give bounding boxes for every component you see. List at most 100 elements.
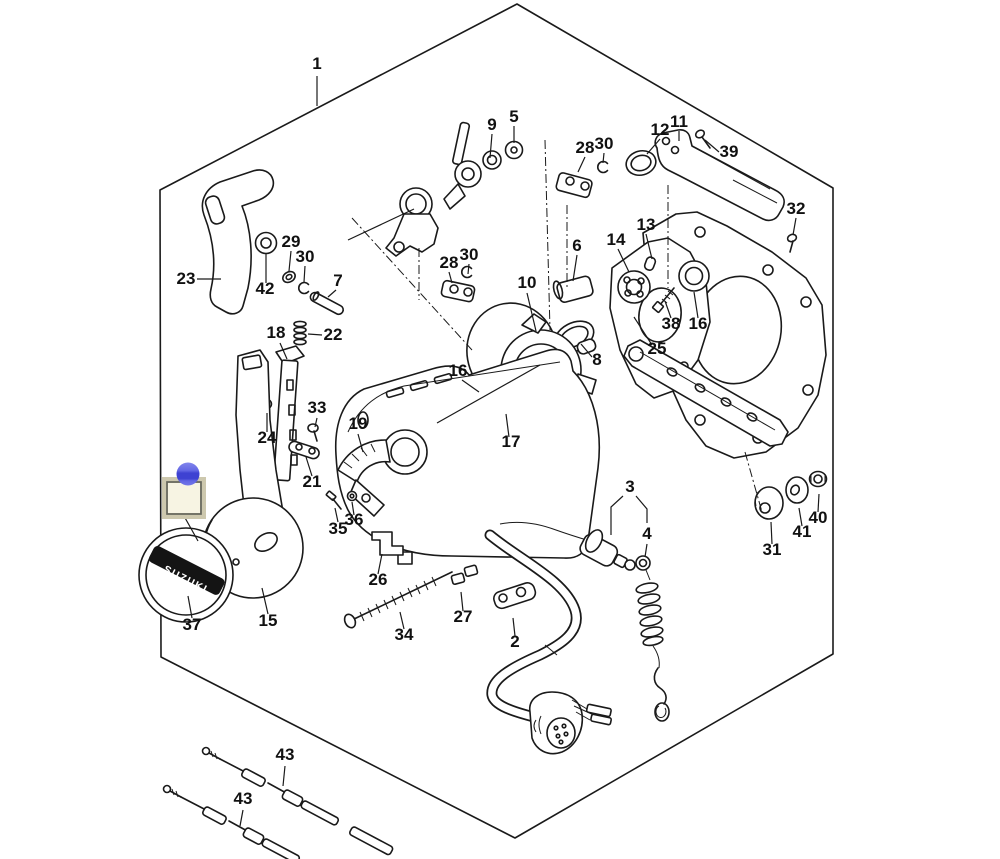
leader-line bbox=[798, 507, 803, 527]
leader-line bbox=[646, 138, 661, 155]
leader-line bbox=[261, 587, 269, 615]
leader-line bbox=[282, 765, 286, 787]
part-number-30[interactable]: 30 bbox=[296, 247, 315, 266]
part-cover-disc-37: SUZUKI bbox=[138, 527, 234, 623]
axis-lines bbox=[351, 139, 763, 513]
part-number-25[interactable]: 25 bbox=[648, 339, 667, 358]
part-number-21[interactable]: 21 bbox=[303, 472, 322, 491]
part-number-28[interactable]: 28 bbox=[576, 138, 595, 157]
part-bearing-16-right bbox=[678, 260, 710, 292]
axis-line bbox=[744, 451, 763, 513]
part-number-38[interactable]: 38 bbox=[662, 314, 681, 333]
part-number-19[interactable]: 19 bbox=[349, 414, 368, 433]
part-link-21 bbox=[288, 440, 320, 460]
part-number-12[interactable]: 12 bbox=[651, 120, 670, 139]
part-throttle-bracket bbox=[385, 187, 439, 257]
leader-line bbox=[512, 617, 516, 637]
axis-line bbox=[544, 139, 551, 331]
leader-line bbox=[377, 553, 383, 575]
part-number-36[interactable]: 36 bbox=[345, 510, 364, 529]
leader-line bbox=[436, 364, 541, 424]
part-number-42[interactable]: 42 bbox=[256, 279, 275, 298]
leader-line bbox=[288, 250, 292, 272]
part-number-40[interactable]: 40 bbox=[809, 508, 828, 527]
leader-line bbox=[817, 493, 820, 513]
part-oval-ring-12 bbox=[625, 149, 657, 177]
part-number-17[interactable]: 17 bbox=[502, 432, 521, 451]
part-number-3[interactable]: 3 bbox=[625, 477, 634, 496]
leader-line bbox=[448, 271, 453, 284]
part-number-8[interactable]: 8 bbox=[592, 350, 601, 369]
part-number-22[interactable]: 22 bbox=[324, 325, 343, 344]
axis-line bbox=[351, 217, 473, 351]
part-number-39[interactable]: 39 bbox=[720, 142, 739, 161]
part-number-4[interactable]: 4 bbox=[642, 524, 652, 543]
leader-line bbox=[399, 611, 405, 630]
part-number-24[interactable]: 24 bbox=[258, 428, 277, 447]
part-ering-30-right bbox=[596, 160, 609, 174]
part-spring-22 bbox=[293, 320, 307, 346]
part-number-15[interactable]: 15 bbox=[259, 611, 278, 630]
part-number-34[interactable]: 34 bbox=[395, 625, 414, 644]
part-number-7[interactable]: 7 bbox=[333, 271, 342, 290]
part-number-11[interactable]: 11 bbox=[670, 112, 688, 131]
part-washer-36 bbox=[346, 490, 358, 502]
part-number-14[interactable]: 14 bbox=[607, 230, 626, 249]
leader-line bbox=[633, 316, 653, 346]
part-number-32[interactable]: 32 bbox=[787, 199, 806, 218]
part-number-2[interactable]: 2 bbox=[510, 632, 519, 651]
part-number-16[interactable]: 16 bbox=[449, 361, 468, 380]
part-number-30[interactable]: 30 bbox=[595, 134, 614, 153]
part-clips-27 bbox=[450, 564, 479, 586]
part-number-16[interactable]: 16 bbox=[689, 314, 708, 333]
leader-line bbox=[239, 809, 244, 827]
part-number-43[interactable]: 43 bbox=[276, 745, 295, 764]
part-washer-42 bbox=[254, 231, 278, 255]
part-number-35[interactable]: 35 bbox=[329, 519, 348, 538]
leader-line bbox=[314, 417, 318, 428]
part-cylinder-6 bbox=[552, 275, 594, 303]
part-number-33[interactable]: 33 bbox=[308, 398, 327, 417]
part-number-9[interactable]: 9 bbox=[487, 115, 496, 134]
part-number-23[interactable]: 23 bbox=[177, 269, 196, 288]
leader-lines bbox=[183, 76, 820, 827]
part-main-harness-cable bbox=[484, 529, 582, 723]
leader-line bbox=[183, 515, 199, 542]
part-number-27[interactable]: 27 bbox=[454, 607, 473, 626]
leader-line bbox=[704, 139, 720, 153]
part-number-13[interactable]: 13 bbox=[637, 215, 656, 234]
part-ering-30-center bbox=[460, 265, 473, 279]
leader-line bbox=[489, 133, 493, 159]
part-pin-7 bbox=[309, 291, 345, 316]
leader-line bbox=[334, 507, 339, 523]
part-number-1[interactable]: 1 bbox=[312, 54, 321, 73]
leader-line bbox=[664, 300, 672, 319]
leader-line bbox=[307, 333, 323, 336]
leader-line bbox=[351, 501, 355, 516]
part-lower-channel-arm bbox=[623, 339, 789, 447]
part-number-26[interactable]: 26 bbox=[369, 570, 388, 589]
part-number-10[interactable]: 10 bbox=[518, 273, 537, 292]
leader-line bbox=[617, 248, 630, 273]
part-number-30[interactable]: 30 bbox=[460, 245, 479, 264]
part-number-18[interactable]: 18 bbox=[267, 323, 286, 342]
highlighted-part-callout[interactable] bbox=[162, 462, 206, 519]
part-spade-terminals bbox=[571, 699, 612, 726]
part-connector-plug bbox=[528, 691, 584, 755]
part-ering-30-left bbox=[297, 281, 310, 295]
part-number-43[interactable]: 43 bbox=[234, 789, 253, 808]
part-number-6[interactable]: 6 bbox=[572, 236, 581, 255]
part-number-28[interactable]: 28 bbox=[440, 253, 459, 272]
part-screw-39 bbox=[694, 129, 711, 149]
leader-line bbox=[327, 289, 337, 298]
leader-line bbox=[467, 263, 470, 275]
part-number-37[interactable]: 37 bbox=[183, 615, 202, 634]
part-number-5[interactable]: 5 bbox=[509, 107, 518, 126]
part-number-29[interactable]: 29 bbox=[282, 232, 301, 251]
leader-line bbox=[645, 233, 653, 260]
leader-line bbox=[577, 156, 586, 173]
part-number-31[interactable]: 31 bbox=[763, 540, 782, 559]
part-number-41[interactable]: 41 bbox=[793, 522, 812, 541]
part-flat-bar-18 bbox=[272, 345, 305, 482]
